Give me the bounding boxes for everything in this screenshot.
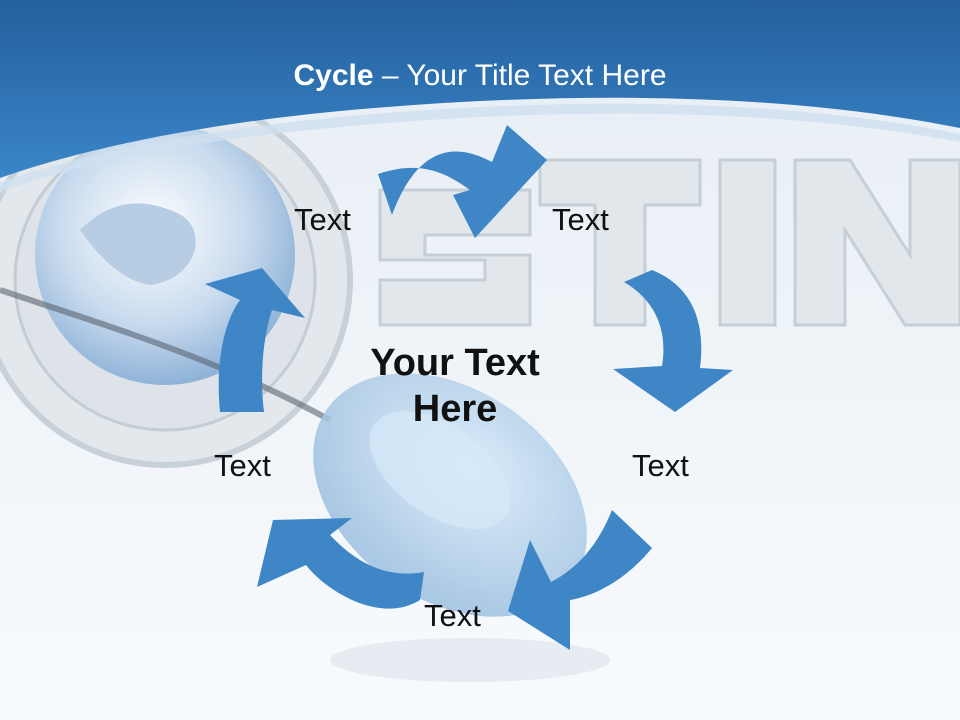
cycle-arrow-right [613, 270, 733, 412]
title-bold: Cycle [293, 59, 374, 92]
cycle-arrow-bottom-right [508, 510, 652, 650]
mouse-cable [0, 287, 332, 423]
slide-title: Cycle – Your Title Text Here [0, 56, 960, 96]
header-band [0, 0, 960, 178]
computer-mouse-graphic [313, 373, 587, 617]
cycle-arrow-bottom-left [257, 518, 424, 609]
cycle-label-2: Text [552, 202, 609, 237]
cycle-arrow-top [378, 125, 547, 238]
title-rest: – Your Title Text Here [373, 59, 667, 92]
cycle-arrow-left [205, 268, 305, 412]
cycle-label-5: Text [214, 448, 271, 483]
background-letters-graphic [378, 158, 960, 327]
cycle-label-1: Text [294, 202, 351, 237]
cycle-label-3: Text [632, 448, 689, 483]
center-text: Your Text Here [370, 342, 540, 430]
cycle-label-4: Text [424, 598, 481, 633]
